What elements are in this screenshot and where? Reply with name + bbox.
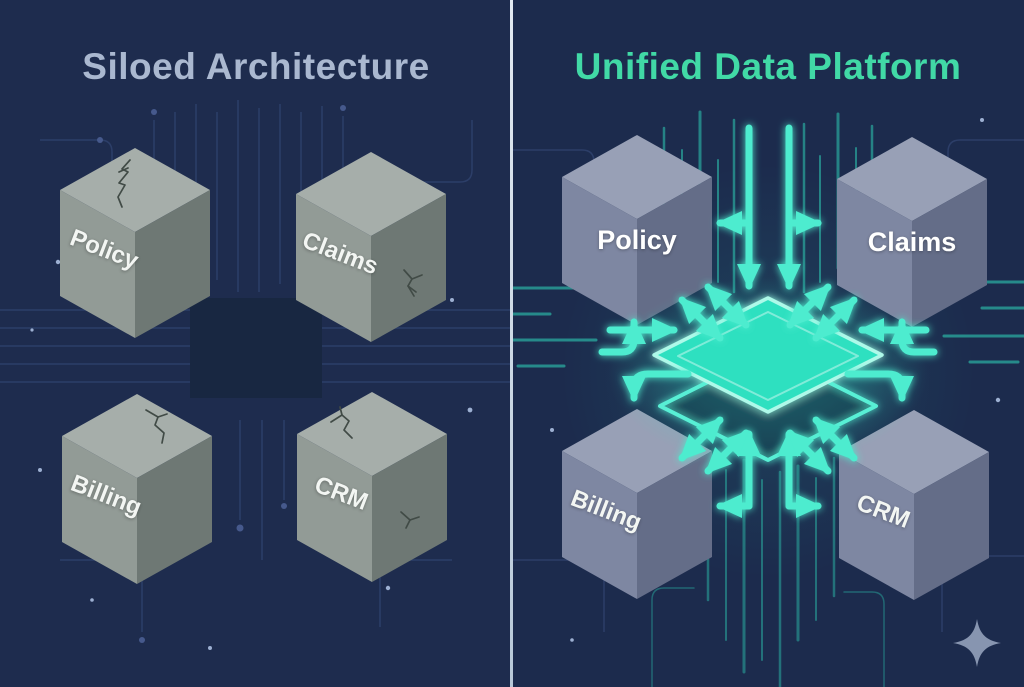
data-flow-arrows [598,124,938,518]
unified-panel: Unified Data Platform Policy Claims [512,0,1024,687]
cube-graphic [562,135,712,325]
cube-claims-siloed: Claims [296,152,446,342]
cube-claims-unified: Claims [837,137,987,327]
cube-label: Policy [597,225,677,255]
unified-hub-and-arrows [598,124,938,518]
crack-marks [145,409,168,444]
cube-graphic [297,392,447,582]
cube-crm-siloed: CRM [297,392,447,582]
crack-marks [403,269,423,297]
siloed-panel: Siloed Architecture Policy [0,46,512,650]
siloed-title: Siloed Architecture [82,46,430,87]
crack-marks [117,159,131,208]
cube-policy-unified: Policy [562,135,712,325]
cube-billing-siloed: Billing [62,394,212,584]
cube-graphic [60,148,210,338]
cube-graphic [837,137,987,327]
sparkle-icon [953,619,1001,667]
panel-divider [510,0,513,687]
cube-graphic [62,394,212,584]
cube-label: Claims [867,227,957,257]
unified-title: Unified Data Platform [574,46,962,87]
cube-graphic [296,152,446,342]
crack-marks [330,406,420,529]
cube-policy-siloed: Policy [60,148,210,338]
